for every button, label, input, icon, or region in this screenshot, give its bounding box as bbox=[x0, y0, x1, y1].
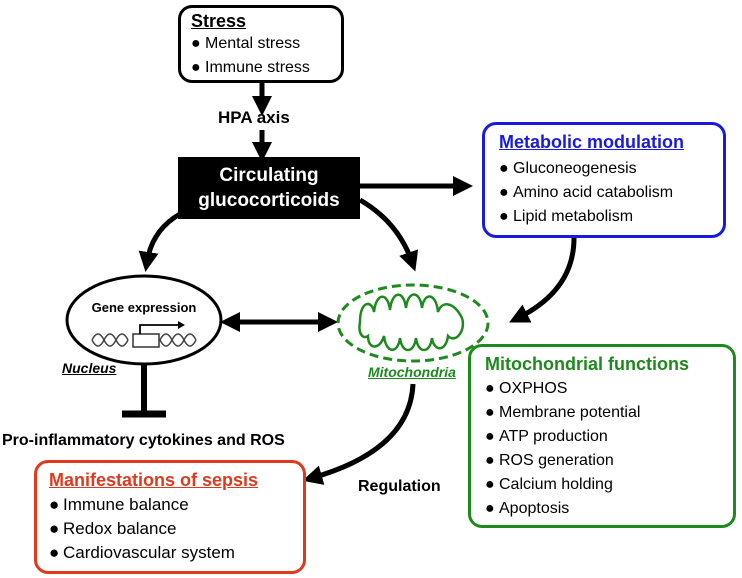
glucocorticoids-line2: glucocorticoids bbox=[198, 190, 340, 211]
transcription-arrowhead-icon bbox=[178, 321, 185, 329]
list-item: ●ATP production bbox=[485, 428, 608, 445]
dna-helix-icon bbox=[91, 333, 197, 347]
list-item: ●Lipid metabolism bbox=[499, 208, 634, 225]
gene-expression-label: Gene expression bbox=[91, 300, 197, 315]
mito-functions-title: Mitochondrial functions bbox=[485, 354, 689, 374]
list-item: ●Amino acid catabolism bbox=[499, 184, 674, 201]
arrow-metabolic-to-mito-functions bbox=[509, 237, 577, 323]
list-item: ●Gluconeogenesis bbox=[499, 160, 637, 177]
sepsis-box: Manifestations of sepsis ●Immune balance… bbox=[34, 460, 306, 574]
arrow-mitochondria-to-sepsis bbox=[302, 383, 416, 485]
list-item: ●Membrane potential bbox=[485, 404, 641, 421]
list-item: ●OXPHOS bbox=[485, 380, 568, 397]
gene-box-icon bbox=[132, 333, 160, 348]
glucocorticoids-box: Circulating glucocorticoids bbox=[178, 157, 360, 219]
list-item: ●Apoptosis bbox=[485, 500, 570, 517]
proinflammatory-label: Pro-inflammatory cytokines and ROS bbox=[2, 432, 285, 449]
list-item: ●Cardiovascular system bbox=[49, 543, 235, 562]
regulation-label: Regulation bbox=[358, 478, 441, 495]
glucocorticoids-line1: Circulating bbox=[219, 165, 319, 186]
transcription-arrow-icon bbox=[139, 324, 178, 334]
sepsis-title: Manifestations of sepsis bbox=[49, 470, 259, 490]
stress-box: Stress ●Mental stress ●Immune stress bbox=[178, 5, 344, 83]
nucleus-ellipse bbox=[65, 274, 223, 366]
mitochondria-cristae bbox=[358, 293, 465, 352]
hpa-axis-label: HPA axis bbox=[218, 108, 290, 127]
list-item: ●Immune stress bbox=[191, 59, 310, 76]
mitochondria-caption: Mitochondria bbox=[368, 364, 456, 380]
mitochondrial-functions-box: Mitochondrial functions ●OXPHOS ●Membran… bbox=[468, 344, 736, 528]
metabolic-title: Metabolic modulation bbox=[499, 132, 685, 152]
stress-title: Stress bbox=[191, 11, 247, 31]
list-item: ●Calcium holding bbox=[485, 476, 613, 493]
list-item: ●ROS generation bbox=[485, 452, 614, 469]
list-item: ●Immune balance bbox=[49, 495, 189, 514]
list-item: ●Mental stress bbox=[191, 35, 301, 52]
metabolic-modulation-box: Metabolic modulation ●Gluconeogenesis ●A… bbox=[482, 122, 726, 238]
arrow-glucocorticoids-to-nucleus bbox=[138, 211, 182, 272]
list-item: ●Redox balance bbox=[49, 519, 177, 538]
nucleus-caption: Nucleus bbox=[62, 360, 117, 376]
arrow-glucocorticoids-to-mitochondria bbox=[358, 197, 419, 272]
